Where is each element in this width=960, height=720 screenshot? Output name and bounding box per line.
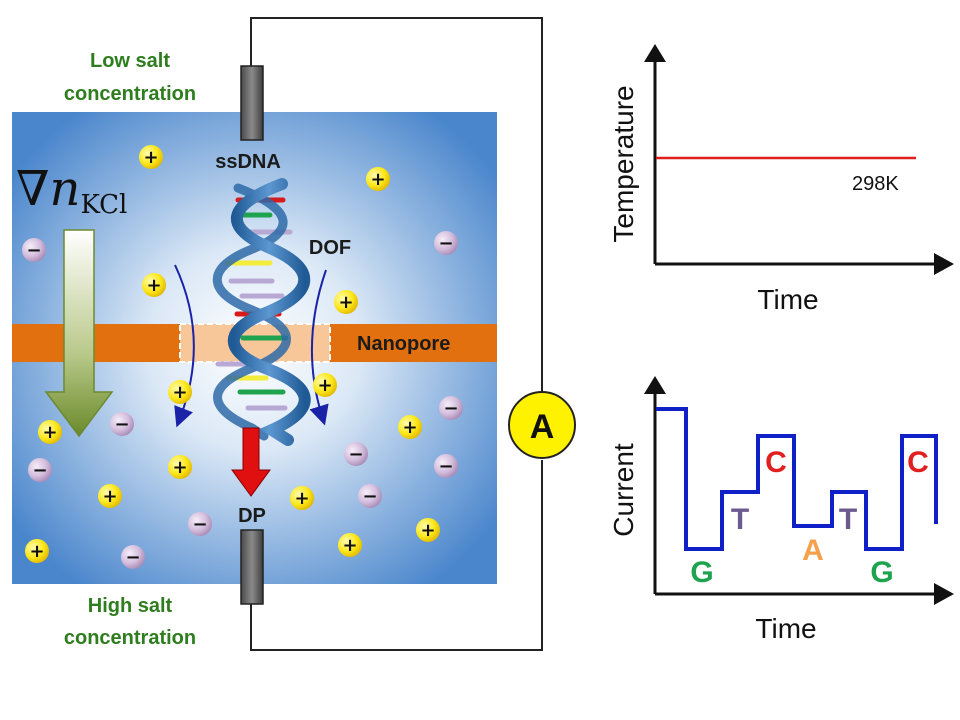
- ssdna-label: ssDNA: [215, 151, 281, 173]
- dna-helix-icon: [212, 178, 311, 446]
- current-base-label: T: [731, 503, 749, 536]
- positive-ion-sign: +: [143, 147, 158, 168]
- positive-ion-icon: +: [139, 145, 163, 169]
- negative-ion-sign: −: [125, 547, 140, 568]
- dna-strand-back: [212, 183, 291, 441]
- temperature-value-label: 298K: [852, 173, 899, 195]
- negative-ion-icon: −: [110, 412, 134, 436]
- negative-ion-icon: −: [28, 458, 52, 482]
- nanopore-channel: [179, 323, 331, 363]
- dof-label: DOF: [309, 237, 351, 259]
- nanopore-label: Nanopore: [357, 333, 450, 355]
- current-y-axis-arrow-icon: [644, 376, 666, 394]
- negative-ion-sign: −: [438, 456, 453, 477]
- current-chart: G T C A T G C Current Time: [608, 376, 954, 644]
- positive-ion-sign: +: [146, 275, 161, 296]
- positive-ion-sign: +: [342, 535, 357, 556]
- current-base-label: C: [907, 446, 929, 479]
- negative-ion-sign: −: [192, 514, 207, 535]
- temperature-ylabel: Temperature: [608, 85, 639, 242]
- positive-ion-sign: +: [370, 169, 385, 190]
- dp-arrow-icon: [231, 427, 271, 497]
- positive-ion-sign: +: [420, 520, 435, 541]
- low-salt-label-line2: concentration: [64, 83, 196, 105]
- negative-ion-icon: −: [22, 238, 46, 262]
- positive-ion-sign: +: [172, 382, 187, 403]
- positive-ion-icon: +: [38, 420, 62, 444]
- gradient-arrow-icon: [44, 229, 114, 438]
- temperature-x-axis-arrow-icon: [934, 253, 954, 275]
- current-base-label: T: [839, 503, 857, 536]
- gradient-label: ∇nKCl: [16, 161, 127, 220]
- negative-ion-icon: −: [439, 396, 463, 420]
- positive-ion-sign: +: [102, 486, 117, 507]
- current-base-label: G: [870, 556, 893, 589]
- positive-ion-icon: +: [398, 415, 422, 439]
- negative-ion-sign: −: [443, 398, 458, 419]
- positive-ion-sign: +: [294, 488, 309, 509]
- negative-ion-sign: −: [438, 233, 453, 254]
- dp-label: DP: [238, 505, 266, 527]
- negative-ion-icon: −: [121, 545, 145, 569]
- positive-ion-sign: +: [317, 375, 332, 396]
- positive-ion-icon: +: [313, 373, 337, 397]
- positive-ion-icon: +: [168, 455, 192, 479]
- positive-ion-sign: +: [29, 541, 44, 562]
- circuit-wire: [250, 17, 543, 651]
- negative-ion-sign: −: [362, 486, 377, 507]
- ammeter-icon: A: [508, 391, 576, 459]
- current-x-axis-arrow-icon: [934, 583, 954, 605]
- current-series-line: [656, 407, 938, 551]
- ions-layer: ++++++++++++++−−−−−−−−−−: [22, 145, 463, 569]
- current-base-label: A: [802, 534, 824, 567]
- negative-ion-sign: −: [114, 414, 129, 435]
- positive-ion-icon: +: [98, 484, 122, 508]
- negative-ion-icon: −: [344, 442, 368, 466]
- negative-ion-sign: −: [26, 240, 41, 261]
- positive-ion-sign: +: [172, 457, 187, 478]
- negative-ion-icon: −: [434, 231, 458, 255]
- current-xlabel: Time: [755, 613, 816, 644]
- positive-ion-icon: +: [25, 539, 49, 563]
- negative-ion-icon: −: [358, 484, 382, 508]
- positive-ion-icon: +: [290, 486, 314, 510]
- negative-ion-sign: −: [32, 460, 47, 481]
- bottom-electrode: [240, 529, 264, 605]
- positive-ion-icon: +: [168, 380, 192, 404]
- positive-ion-icon: +: [334, 290, 358, 314]
- negative-ion-icon: −: [188, 512, 212, 536]
- top-electrode: [240, 65, 264, 141]
- negative-ion-icon: −: [434, 454, 458, 478]
- positive-ion-icon: +: [366, 167, 390, 191]
- positive-ion-sign: +: [338, 292, 353, 313]
- current-base-label: C: [765, 446, 787, 479]
- high-salt-label-line1: High salt: [88, 595, 173, 617]
- high-salt-label-line2: concentration: [64, 627, 196, 649]
- negative-ion-sign: −: [348, 444, 363, 465]
- temperature-y-axis-arrow-icon: [644, 44, 666, 62]
- positive-ion-icon: +: [416, 518, 440, 542]
- dof-right-arrow-icon: [309, 269, 329, 426]
- dna-strand-front: [227, 178, 311, 446]
- temperature-xlabel: Time: [757, 284, 818, 315]
- temperature-chart: 298K Temperature Time: [608, 44, 954, 315]
- positive-ion-icon: +: [338, 533, 362, 557]
- current-base-label: G: [690, 556, 713, 589]
- positive-ion-icon: +: [142, 273, 166, 297]
- low-salt-label-line1: Low salt: [90, 50, 170, 72]
- positive-ion-sign: +: [402, 417, 417, 438]
- ammeter-label: A: [530, 408, 555, 446]
- positive-ion-sign: +: [42, 422, 57, 443]
- current-ylabel: Current: [608, 443, 639, 537]
